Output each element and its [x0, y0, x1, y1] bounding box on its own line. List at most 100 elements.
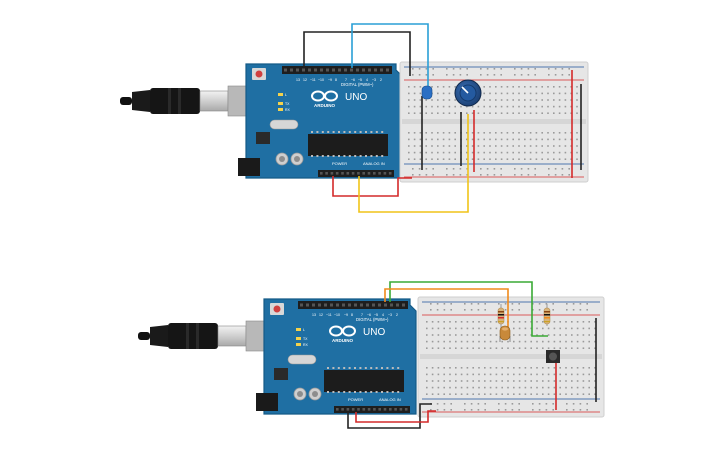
strip-hole: [489, 373, 492, 376]
strip-hole: [576, 105, 578, 108]
strip-hole: [558, 112, 561, 114]
resistor-2[interactable]: [543, 304, 551, 326]
strip-hole: [513, 347, 515, 349]
hole: [384, 303, 387, 307]
rail-hole: [443, 409, 446, 411]
strip-hole: [513, 340, 515, 343]
strip-hole: [413, 112, 416, 114]
strip-hole: [426, 340, 428, 343]
strip-hole: [530, 386, 532, 389]
strip-hole: [466, 321, 469, 323]
wire-black-bottom[interactable]: [347, 403, 432, 429]
breadboard-bottom[interactable]: [417, 296, 605, 418]
strip-hole: [530, 373, 532, 376]
strip-hole: [466, 158, 468, 160]
pin-label-13: 13: [312, 313, 316, 317]
strip-hole: [477, 112, 480, 114]
usb-cable-top[interactable]: [120, 85, 253, 117]
breadboard-top[interactable]: [399, 61, 589, 183]
strip-hole: [478, 386, 480, 389]
usb-cable-bottom[interactable]: [138, 320, 271, 352]
strip-hole: [559, 386, 561, 389]
wire-green-bottom[interactable]: [389, 281, 533, 316]
strip-hole: [518, 380, 521, 382]
strip-hole: [588, 334, 590, 336]
strip-hole: [513, 321, 515, 323]
potentiometer[interactable]: [454, 79, 482, 107]
strip-hole: [524, 132, 526, 134]
wire-blue-top[interactable]: [351, 23, 429, 92]
strip-hole: [529, 138, 532, 141]
hole: [320, 68, 323, 72]
pin-label-7: 7: [361, 313, 363, 317]
strip-hole: [518, 386, 521, 389]
strip-hole: [466, 112, 468, 114]
wire-orange-bottom[interactable]: [384, 288, 509, 330]
strip-hole: [460, 380, 463, 382]
strip-hole: [553, 321, 556, 323]
strip-hole: [547, 380, 550, 382]
strip-hole: [495, 99, 497, 101]
pin-label-6: ~6: [367, 313, 371, 317]
strip-hole: [536, 340, 538, 343]
strip-hole: [564, 151, 567, 154]
rail-hole: [430, 303, 432, 305]
strip-hole: [442, 105, 445, 108]
strip-hole: [471, 158, 474, 160]
strip-hole: [541, 86, 543, 88]
rail-hole: [493, 68, 496, 70]
strip-hole: [530, 347, 532, 349]
pushbutton[interactable]: [546, 350, 560, 363]
led-bottom[interactable]: [499, 325, 511, 341]
strip-hole: [529, 86, 532, 88]
strip-hole: [455, 327, 457, 330]
pin-label-11: ~11: [326, 313, 332, 317]
strip-hole: [443, 367, 445, 369]
hole: [380, 68, 383, 72]
strip-hole: [483, 105, 485, 108]
rail-hole: [518, 309, 520, 311]
led-top[interactable]: [421, 85, 433, 100]
wire-red-bottom[interactable]: [355, 410, 436, 423]
strip-hole: [529, 132, 532, 134]
strip-hole: [553, 367, 556, 369]
rail-hole: [511, 309, 514, 311]
strip-hole: [419, 92, 422, 95]
hole: [311, 155, 313, 157]
strip-hole: [541, 99, 543, 101]
arduino-logo-text: ARDUINO: [314, 103, 335, 108]
rail-hole: [586, 309, 588, 311]
wire-red-top[interactable]: [332, 176, 412, 197]
strip-hole: [495, 105, 497, 108]
strip-hole: [466, 340, 469, 343]
strip-hole: [489, 380, 492, 382]
arduino-board-bottom[interactable]: DIGITAL (PWM~) 13 12 ~11 ~10 ~9 8 7 ~6 ~…: [256, 298, 417, 415]
strip-hole: [582, 367, 585, 369]
strip-hole: [472, 367, 474, 369]
strip-hole: [484, 334, 486, 336]
wire-green-bb[interactable]: [531, 316, 548, 337]
strip-hole: [582, 380, 585, 382]
strip-hole: [500, 92, 503, 95]
strip-hole: [512, 151, 514, 154]
strip-hole: [513, 334, 515, 336]
regulator-top: [256, 132, 270, 144]
arduino-board-top[interactable]: DIGITAL (PWM~) 13 12 ~11 ~10 ~9 8 7 ~6 ~…: [238, 63, 403, 179]
strip-hole: [431, 132, 433, 134]
hole: [316, 131, 319, 133]
strip-hole: [449, 347, 451, 349]
wire-black-top[interactable]: [303, 31, 411, 76]
rail-hole: [504, 403, 507, 405]
strip-hole: [495, 386, 498, 389]
strip-hole: [564, 138, 567, 141]
wire-yellow-top[interactable]: [358, 114, 469, 213]
strip-hole: [419, 145, 422, 147]
strip-hole: [553, 334, 556, 336]
resistor-1[interactable]: [497, 304, 505, 328]
power-header-holes: [336, 408, 408, 411]
rail-hole: [504, 309, 507, 311]
strip-hole: [524, 92, 526, 95]
rail-hole: [480, 68, 482, 70]
strip-hole: [478, 367, 480, 369]
strip-hole: [449, 321, 451, 323]
